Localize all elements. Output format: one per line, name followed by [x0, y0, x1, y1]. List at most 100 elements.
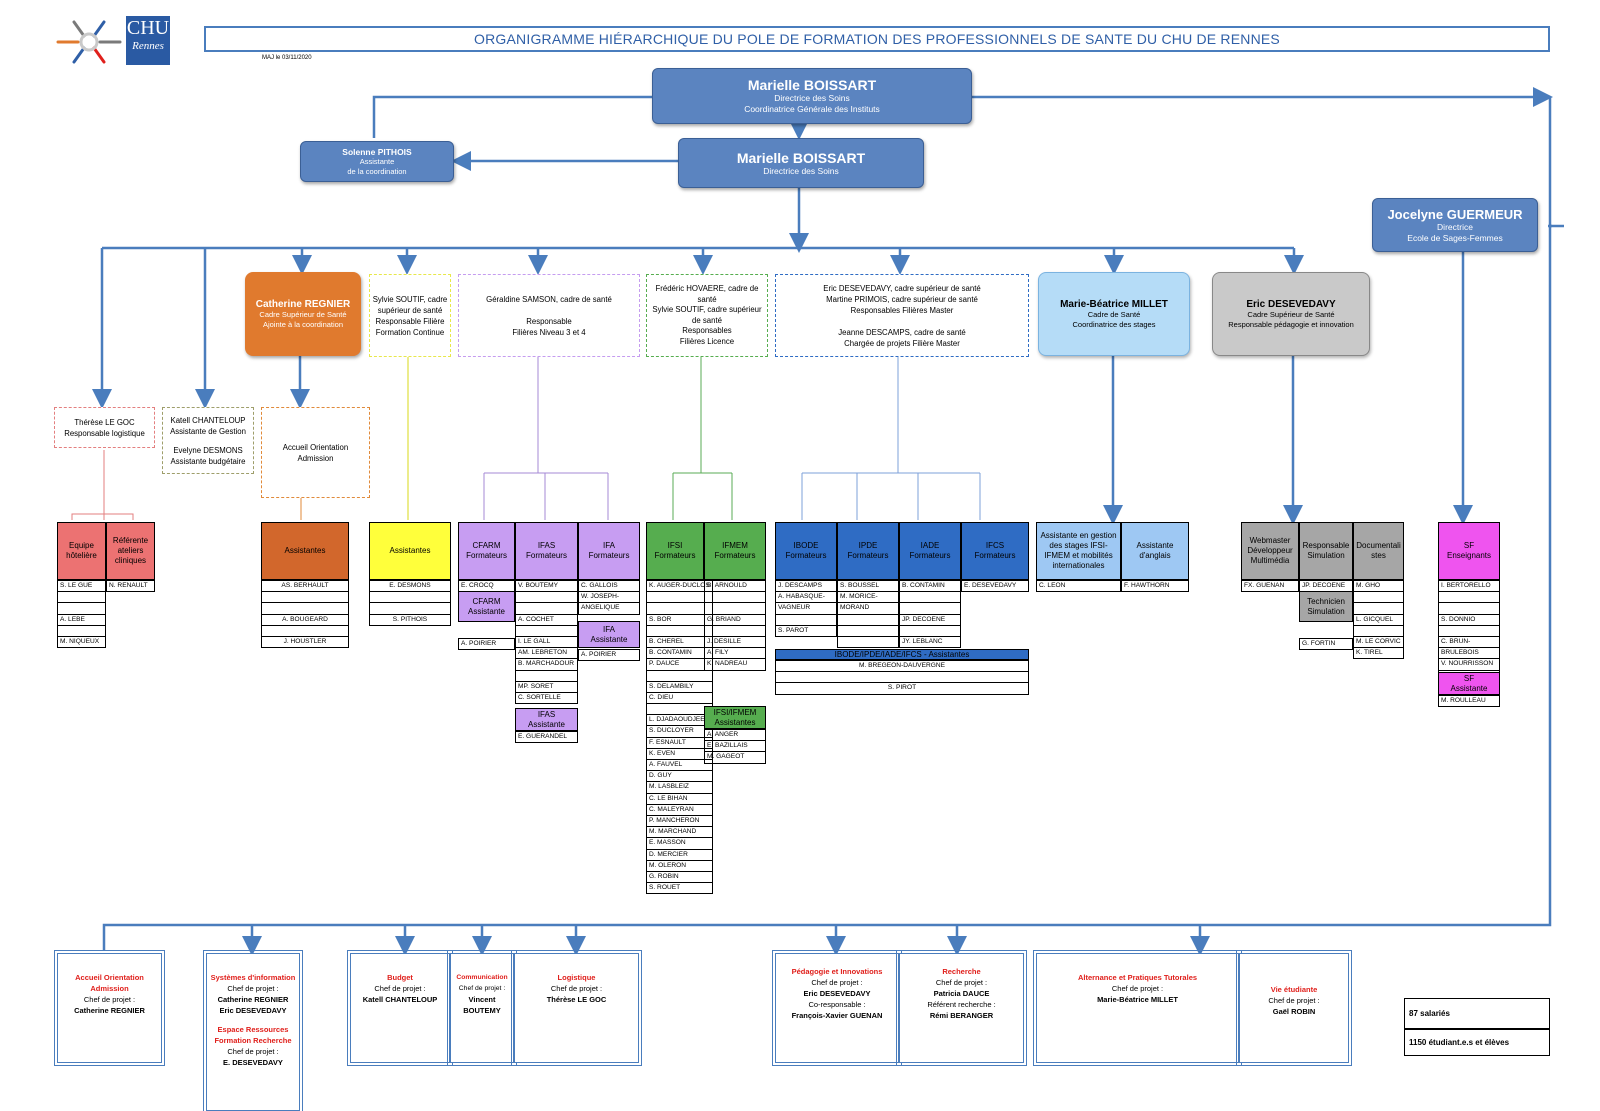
staff-name: AS. BERHAULT	[261, 579, 349, 593]
project-accueil-chef: Chef de projet :	[83, 995, 136, 1004]
hovaere-line-3: Sylvie SOUTIF, cadre supérieur	[652, 305, 762, 314]
project-communication-chef: Chef de projet :	[458, 985, 506, 992]
staff-name	[57, 624, 106, 637]
staff-name: K. AUGER-DUCLOS	[646, 579, 713, 593]
staff-name: F. ESNAULT	[646, 736, 713, 749]
master-line-1: Eric DESEVEDAVY, cadre supérieur de sant…	[823, 283, 981, 293]
staff-name	[899, 602, 961, 615]
unit-ref: Référente ateliers cliniques	[106, 522, 155, 580]
staff-name: I. LE GALL	[515, 635, 578, 649]
hovaere-box: Frédéric HOVAERE, cadre de santé Sylvie …	[646, 274, 768, 357]
staff-name	[57, 602, 106, 615]
staff-name	[837, 635, 899, 649]
chanteloup-line-2: Assistante de Gestion	[170, 426, 246, 436]
unit-ifsi-assistantes: IFSI/IFMEM Assistantes	[704, 706, 766, 729]
unit-ifa-assistante: IFA Assistante	[578, 621, 640, 648]
project-alternance-title: Alternance et Pratiques Tutorales	[1077, 973, 1198, 982]
staff-name	[369, 591, 451, 604]
legoc-line-2: Responsable logistique	[64, 428, 145, 438]
director-box: Marielle BOISSART Directrice des Soins	[678, 138, 924, 188]
unit-cfarm-assistante: CFARM Assistante	[458, 591, 515, 622]
sf-director-box: Jocelyne GUERMEUR Directrice Ecole de Sa…	[1372, 198, 1538, 252]
hovaere-line-2: santé	[697, 294, 717, 304]
project-vie: Vie étudiante Chef de projet : Gaël ROBI…	[1236, 950, 1352, 1066]
unit-ifa: IFA Formateurs	[578, 522, 640, 580]
chanteloup-line-4: Assistante budgétaire	[170, 456, 246, 466]
staff-name: A. FAUVEL	[646, 758, 713, 772]
staff-name: M. OLERON	[646, 859, 713, 872]
project-pedagogie-co: Co-responsable :	[808, 1000, 866, 1009]
pfps-logo	[54, 14, 124, 70]
regnier-name: Catherine REGNIER	[255, 298, 351, 310]
staff-name: S. PIROT	[775, 682, 1029, 695]
unit-ifas-assistante: IFAS Assistante	[515, 708, 578, 731]
project-logistique-chef: Chef de projet :	[550, 984, 603, 993]
project-vie-name: Gaël ROBIN	[1272, 1007, 1316, 1016]
unit-ibode: IBODE Formateurs	[775, 522, 837, 580]
staff-name: B. CONTAMIN	[899, 579, 961, 593]
project-communication-title: Communication	[456, 974, 508, 981]
project-accueil-name: Catherine REGNIER	[74, 1006, 145, 1015]
staff-name: M. MARCHAND	[646, 826, 713, 839]
assistant-box: Solenne PITHOIS Assistante de la coordin…	[300, 141, 454, 182]
legoc-box: Thérèse LE GOC Responsable logistique	[54, 407, 155, 448]
list-ifas-2: E. GUERANDEL	[515, 730, 578, 744]
staff-name: E. MASSON	[646, 837, 713, 850]
staff-name	[646, 591, 713, 604]
accueil-line-1: Accueil Orientation	[282, 442, 349, 452]
project-recherche: Recherche Chef de projet : Patricia DAUC…	[896, 950, 1027, 1066]
project-budget: Budget Chef de projet : Katell CHANTELOU…	[347, 950, 453, 1066]
staff-name: A. FILY	[704, 647, 766, 660]
staff-name: G. FORTIN	[1299, 637, 1353, 651]
master-line-2: Martine PRIMOIS, cadre supérieur de sant…	[826, 294, 978, 304]
staff-name	[1353, 602, 1404, 615]
staff-name: L. GICQUEL	[1353, 613, 1404, 626]
staff-name	[646, 669, 713, 682]
accueil-box: Accueil Orientation Admission	[261, 407, 370, 498]
staff-name: C. LE BIHAN	[646, 792, 713, 805]
unit-anglais: Assistante d'anglais	[1121, 522, 1189, 580]
staff-name: M. BREGEON-DAUVERGNE	[775, 659, 1029, 673]
regnier-role: Cadre Supérieur de Santé	[259, 309, 347, 319]
staff-name: K. TIREL	[1353, 647, 1404, 660]
project-logistique-title: Logistique	[557, 973, 596, 982]
staff-name: A. COCHET	[515, 613, 578, 626]
desevedavy-role-2: Responsable pédagogie et innovation	[1228, 319, 1354, 329]
master-line-5: Chargée de projets Filière Master	[844, 338, 960, 348]
staff-name	[1438, 602, 1500, 615]
stat-etudiants: 1150 étudiant.e.s et élèves	[1404, 1029, 1550, 1056]
project-ressources-chef: Chef de projet :	[227, 1047, 279, 1056]
project-logistique: Logistique Chef de projet : Thérèse LE G…	[511, 950, 642, 1066]
staff-name: S. ROUET	[646, 882, 713, 895]
soutif-box: Sylvie SOUTIF, cadre supérieur de santé …	[369, 274, 451, 357]
staff-name: C. BRUN-	[1438, 635, 1500, 649]
unit-ifsi: IFSI Formateurs	[646, 522, 704, 580]
staff-name: G. BRIAND	[704, 613, 766, 626]
staff-name	[1353, 624, 1404, 637]
project-communication: Communication Chef de projet : Vincent B…	[447, 950, 517, 1066]
staff-name	[57, 591, 106, 604]
chu-logo: CHU Rennes	[126, 16, 170, 65]
staff-name: M. LE CORVIC	[1353, 635, 1404, 649]
staff-name: B. MARCHADOUR	[515, 658, 578, 671]
unit-ibode-assistantes: IBODE/IPDE/IADE/IFCS - Assistantes	[775, 649, 1029, 660]
project-accueil-title: Accueil Orientation Admission	[75, 973, 144, 993]
staff-name	[515, 669, 578, 682]
project-logistique-name: Thérèse LE GOC	[546, 995, 607, 1004]
staff-name: C. SORTELLE	[515, 691, 578, 705]
project-recherche-name: Patricia DAUCE	[933, 989, 990, 998]
staff-name: BRULEBOIS	[1438, 647, 1500, 660]
soutif-line-4: Formation Continue	[375, 327, 445, 337]
project-pedagogie: Pédagogie et Innovations Chef de projet …	[772, 950, 902, 1066]
list-anglais: F. HAWTHORN	[1121, 579, 1189, 593]
project-budget-chef: Chef de projet :	[374, 984, 426, 993]
project-budget-name: Katell CHANTELOUP	[362, 995, 438, 1004]
assistant-role: Assistante	[359, 156, 395, 166]
project-budget-title: Budget	[387, 973, 413, 982]
staff-name	[899, 624, 961, 637]
unit-ifas: IFAS Formateurs	[515, 522, 578, 580]
